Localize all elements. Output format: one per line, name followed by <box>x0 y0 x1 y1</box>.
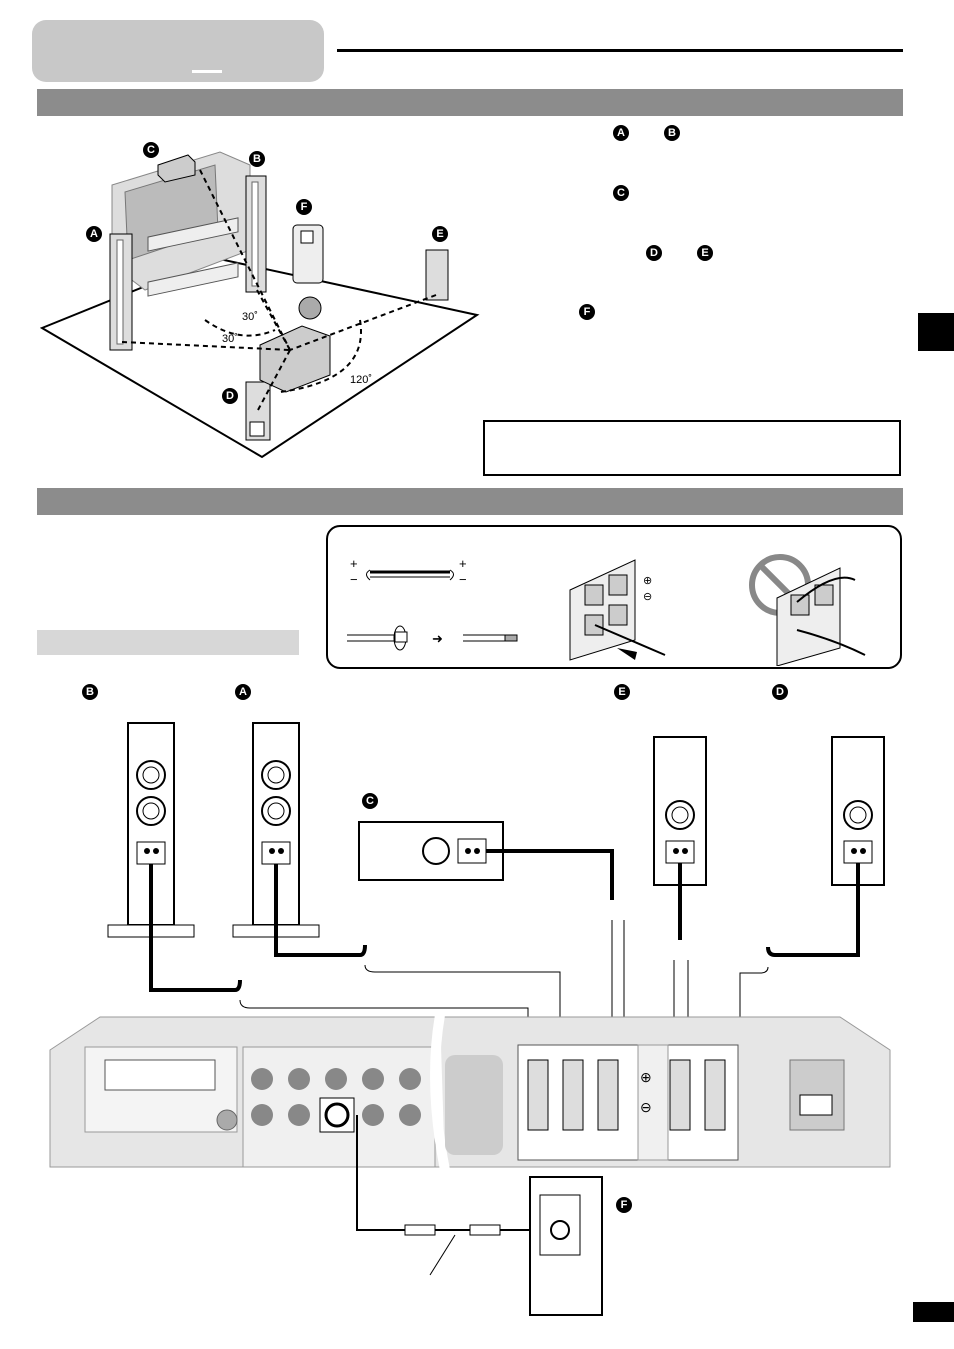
main-unit-panel <box>49 1014 891 1171</box>
header-rule <box>337 49 903 52</box>
diagram-badge-d: D <box>222 388 238 404</box>
wiring-inset-illustrations: + − + − ➜ ⊕ ⊖ <box>347 554 866 666</box>
section-bar-connections <box>37 488 903 515</box>
badge-a-label: A <box>613 125 629 141</box>
side-index-tab <box>918 313 954 351</box>
title-tab <box>32 20 324 82</box>
strip-arrow: ➜ <box>432 631 443 646</box>
plus-left: + <box>350 556 358 571</box>
subwoofer-f-unit <box>529 1176 603 1316</box>
terminal-plus: ⊕ <box>643 575 652 587</box>
minus-left: − <box>350 572 358 587</box>
conn-badge-e: E <box>614 684 630 700</box>
speaker-placement-diagram: 30˚ 30˚ 120˚ <box>40 151 480 459</box>
angle-label-2: 30˚ <box>222 333 238 345</box>
diagram-badge-c: C <box>143 142 159 158</box>
panel-minus-symbol: ⊖ <box>640 1099 652 1115</box>
speaker-terminals <box>527 1059 726 1131</box>
speaker-cables <box>149 849 860 1103</box>
terminal-correct: ⊕ ⊖ <box>569 559 666 661</box>
speaker-d-unit <box>831 736 885 886</box>
speaker-c-unit <box>358 821 504 881</box>
angle-label-rear: 120˚ <box>350 374 372 386</box>
angle-lines <box>121 169 437 411</box>
speaker-c-shape <box>157 154 196 183</box>
diagram-badge-f: F <box>296 199 312 215</box>
minus-right: − <box>459 572 467 587</box>
conn-badge-d: D <box>772 684 788 700</box>
terminal-incorrect <box>749 554 866 666</box>
terminal-minus: ⊖ <box>643 591 652 603</box>
conn-badge-a: A <box>235 684 251 700</box>
subwoofer-cable <box>356 1115 530 1276</box>
diagram-badge-b: B <box>249 151 265 167</box>
conn-badge-c: C <box>362 793 378 809</box>
plus-right: + <box>459 556 467 571</box>
cable-polarity: + − + − <box>350 556 467 587</box>
wiring-inset <box>326 525 902 669</box>
speaker-b-unit <box>107 722 195 938</box>
section-bar-placement <box>37 89 903 116</box>
speaker-f-shape <box>292 224 324 284</box>
speaker-a-shape <box>109 233 133 351</box>
conn-badge-f: F <box>616 1197 632 1213</box>
page-number-tab <box>913 1302 954 1322</box>
badge-f-label: F <box>579 304 595 320</box>
diagram-badge-a: A <box>86 226 102 242</box>
badge-e-label: E <box>697 245 713 261</box>
speaker-e-unit <box>653 736 707 886</box>
subheading-bar <box>37 630 299 655</box>
title-underline <box>192 70 222 73</box>
conn-badge-b: B <box>82 684 98 700</box>
cable-stripping: ➜ <box>347 625 518 651</box>
badge-b-label: B <box>664 125 680 141</box>
speaker-d-shape <box>245 381 271 441</box>
tv-cabinet <box>111 151 251 297</box>
speaker-b-shape <box>245 175 267 293</box>
angle-label-1: 30˚ <box>242 311 258 323</box>
connection-diagram: ⊕ ⊖ <box>49 722 891 1316</box>
diagram-badge-e: E <box>432 226 448 242</box>
panel-plus-symbol: ⊕ <box>640 1069 652 1085</box>
badge-d-label: D <box>646 245 662 261</box>
speaker-e-shape <box>425 249 449 301</box>
note-box <box>483 420 901 476</box>
badge-c-label: C <box>613 185 629 201</box>
